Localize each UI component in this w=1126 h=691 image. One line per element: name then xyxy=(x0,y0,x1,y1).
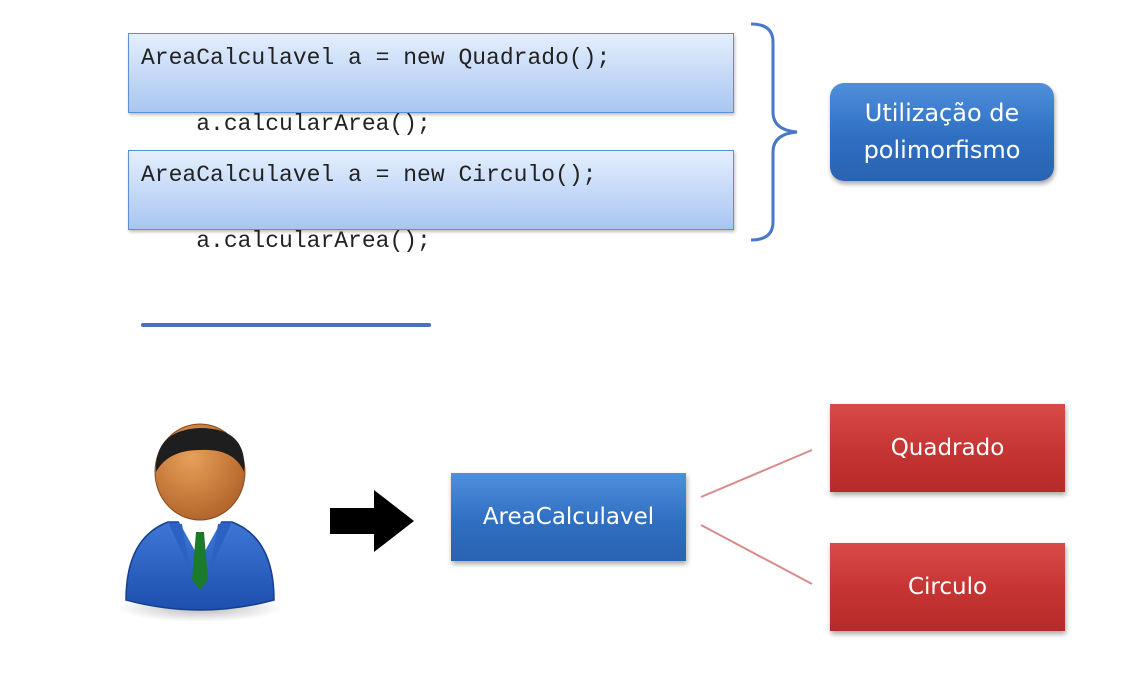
right-brace xyxy=(750,22,798,242)
code-block-quadrado: AreaCalculavel a = new Quadrado(); a.cal… xyxy=(128,33,734,210)
code-block-circulo: AreaCalculavel a = new Circulo(); a.calc… xyxy=(128,150,734,327)
code-call: a.calcularArea(); xyxy=(141,192,431,327)
code-call-text: a.calcularArea(); xyxy=(196,228,431,254)
arrow-right-icon xyxy=(330,490,414,552)
connector-to-quadrado xyxy=(700,449,813,498)
user-icon xyxy=(118,423,282,622)
interface-box: AreaCalculavel xyxy=(451,473,686,561)
code-declaration: AreaCalculavel a = new Circulo(); xyxy=(141,162,597,188)
class-box-quadrado: Quadrado xyxy=(830,404,1065,492)
call-underline xyxy=(141,323,431,327)
polymorphism-label: Utilização de polimorfismo xyxy=(830,83,1054,181)
code-declaration: AreaCalculavel a = new Quadrado(); xyxy=(141,45,611,71)
connector-to-circulo xyxy=(700,524,813,585)
code-call-text: a.calcularArea(); xyxy=(196,111,431,137)
class-box-circulo: Circulo xyxy=(830,543,1065,631)
